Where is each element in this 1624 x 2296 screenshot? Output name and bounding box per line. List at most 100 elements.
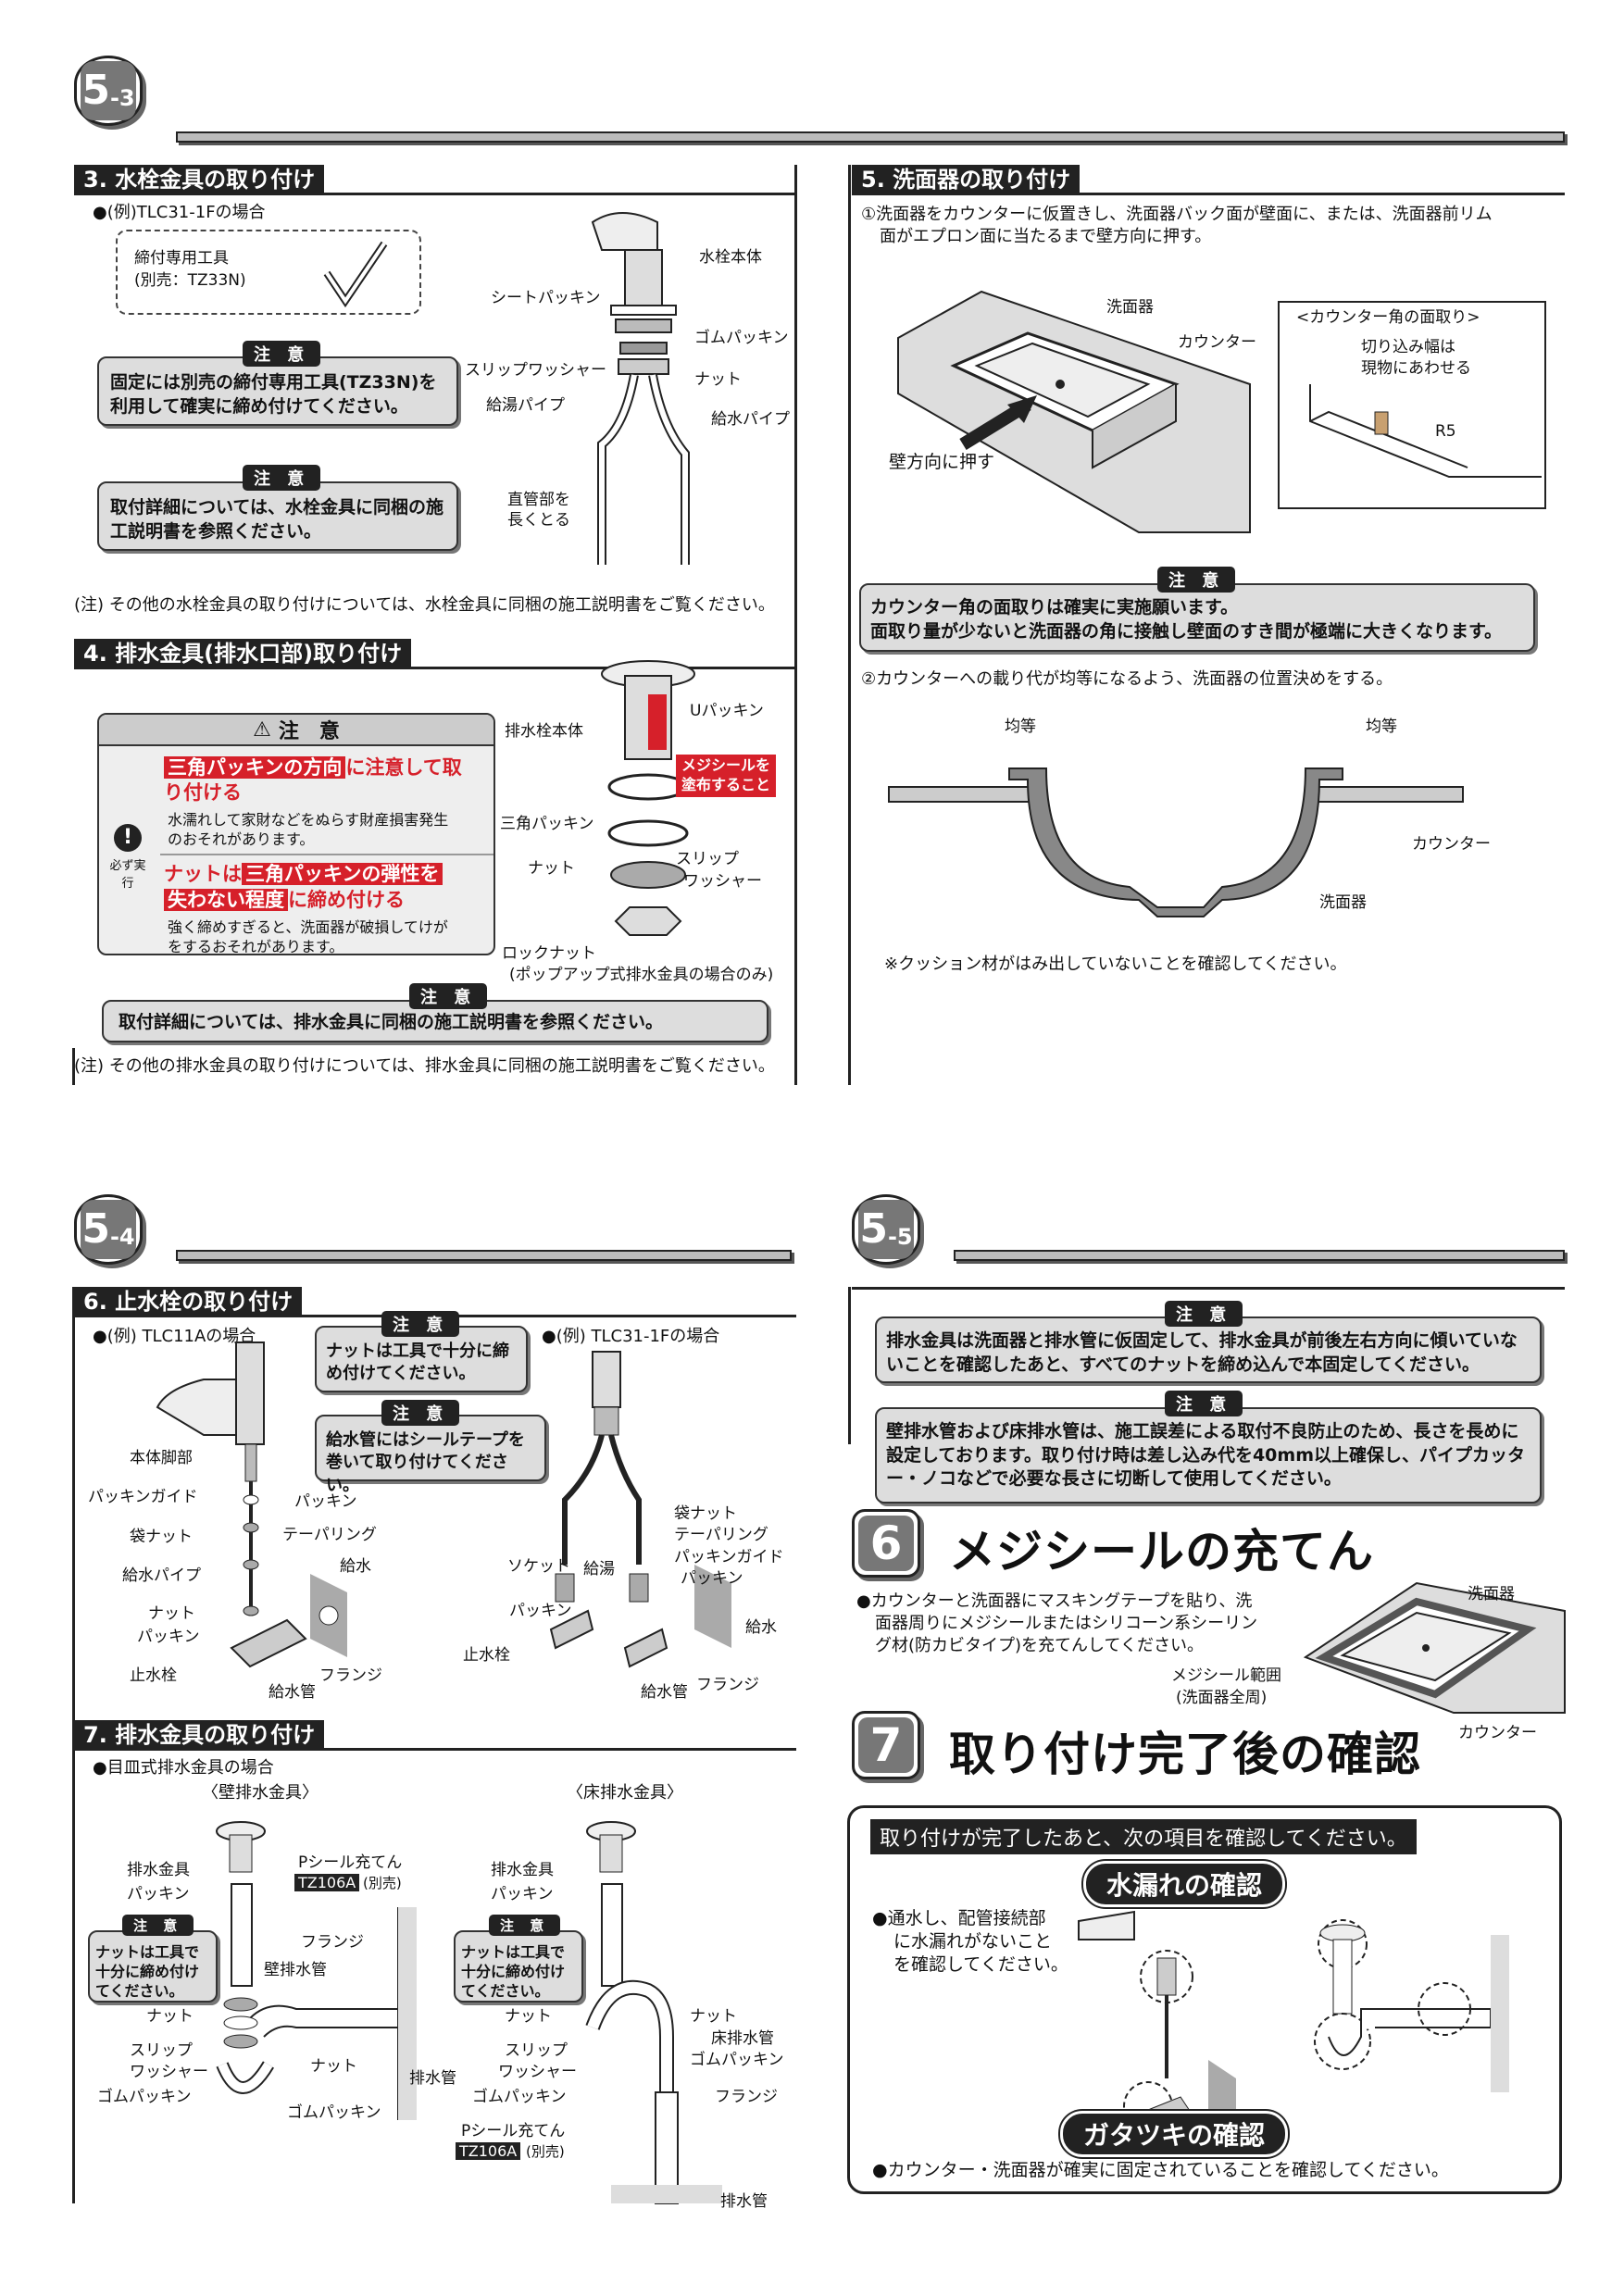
r7-slip2: ワッシャー: [498, 2063, 577, 2081]
w2-detail-2: をするおそれがあります。: [168, 937, 344, 955]
tab-sub: -4: [109, 1224, 135, 1250]
l7-drain: 排水金具: [127, 1861, 190, 1879]
s6-example-2: ●(例) TLC31-1Fの場合: [542, 1327, 720, 1346]
s3-note-1: 固定には別売の締付専用工具(TZ33N)を利用して確実に締め付けてください。: [97, 356, 458, 426]
s7b-leak-2: に水漏れがないこと: [893, 1931, 1053, 1952]
wrench-icon: [323, 241, 388, 308]
seal-callout: メジシールを 塗布すること: [676, 755, 777, 797]
l7-nut: ナット: [146, 2007, 194, 2026]
w1-detail-2: のおそれがあります。: [168, 830, 315, 848]
l7-rubber: ゴムパッキン: [97, 2088, 192, 2106]
col-divider-right: [848, 165, 851, 1085]
warning-title: 注 意: [278, 720, 340, 743]
r6-pack: パッキン: [681, 1569, 743, 1588]
step-7-title: 取り付け完了後の確認: [949, 1728, 1421, 1781]
l6-pack: パッキン: [294, 1492, 357, 1511]
s7b-rattle-1: ●カウンター・洗面器が確実に固定されていることを確認してください。: [872, 2160, 1449, 2180]
r6-hot: 給湯: [583, 1560, 615, 1578]
r6-water: 給水: [745, 1618, 777, 1637]
label-even-left: 均等: [1005, 718, 1036, 736]
s7-note-left-text: ナットは工具で十分に締め付けてください。: [95, 1943, 200, 2000]
label-u-packing: Uパッキン: [690, 702, 764, 720]
w2-text-2: に締め付ける: [288, 889, 405, 912]
warning-2-detail: 強く締めすぎると、洗面器が破損してけがをするおそれがあります。: [168, 918, 448, 957]
leak-check-diagram-left: [1078, 1910, 1236, 2134]
s6b-range-2: (洗面器全周): [1176, 1689, 1268, 1707]
section-7-rule: [74, 1748, 796, 1751]
l7-nut2: ナット: [310, 2057, 357, 2076]
s6-note-1-tag: 注 意: [381, 1311, 460, 1337]
l6-taper: テーパリング: [282, 1526, 377, 1544]
s4-left-border: [72, 1048, 75, 1085]
completion-check-box: [847, 1805, 1562, 2194]
section-3-rule: [74, 193, 796, 195]
section-5-rule: [852, 193, 1565, 195]
label-cut-1: 切り込み幅は: [1361, 338, 1455, 356]
l6-pipe: 給水パイプ: [122, 1566, 201, 1585]
s7b-leak-1: ●通水し、配管接続部: [872, 1908, 1046, 1928]
label-nut: ナット: [694, 370, 742, 389]
s7-wall: 〈壁排水金具〉: [202, 1783, 319, 1803]
r7-slip1: スリップ: [505, 2041, 568, 2060]
s5-cushion-note: ※クッション材がはみ出していないことを確認してください。: [884, 955, 1347, 974]
r7-tz: TZ106A: [456, 2142, 521, 2160]
label-drain-plug: 排水栓本体: [505, 722, 583, 741]
warning-divider: [160, 854, 493, 855]
s3-example: ●(例)TLC31-1Fの場合: [93, 203, 266, 222]
step-6-title: メジシールの充てん: [949, 1525, 1374, 1578]
warning-triangle-icon: ⚠: [253, 718, 271, 742]
warning-box: ⚠注 意 ! 必ず実行 三角パッキンの方向に注意して取り付ける 水濡れして家財な…: [97, 713, 495, 955]
section-7-title: 7. 排水金具の取り付け: [74, 1720, 325, 1750]
must-do-label: 必ず実行: [109, 859, 146, 891]
l7-pseal: Pシール充てん: [298, 1853, 403, 1872]
rattle-check-header: ガタツキの確認: [1060, 2111, 1289, 2157]
warning-header: ⚠ 注 意: [99, 715, 493, 746]
s3-note-1-tag: 注 意: [243, 341, 321, 367]
r7-pseal: Pシール充てん: [461, 2122, 566, 2140]
basin-counter-diagram: [897, 290, 1251, 533]
s5-note: カウンター角の面取りは確実に実施願います。 面取り量が少ないと洗面器の角に接触し…: [859, 583, 1535, 652]
r6-flange: フランジ: [696, 1676, 759, 1694]
step-7-badge: 7: [852, 1711, 920, 1779]
step-6-number: 6: [858, 1516, 914, 1571]
s6b-text-1: ●カウンターと洗面器にマスキングテープを貼り、洗: [856, 1591, 1253, 1611]
s5-step1-b: 面がエプロン面に当たるまで壁方向に押す。: [880, 227, 1212, 246]
l6-flange: フランジ: [319, 1666, 382, 1685]
warning-1-detail: 水濡れして家財などをぬらす財産損害発生のおそれがあります。: [168, 811, 448, 850]
w2-detail-1: 強く締めすぎると、洗面器が破損してけが: [168, 918, 448, 936]
s6-example-1: ●(例) TLC11Aの場合: [93, 1327, 256, 1346]
bottom-left-border: [72, 1287, 75, 2203]
s7-note-right: ナットは工具で十分に締め付けてください。: [454, 1930, 583, 2003]
stop-valve-diagram-left: [156, 1341, 347, 1668]
s4-note-tag: 注 意: [409, 983, 488, 1009]
w1-detail-1: 水濡れして家財などをぬらす財産損害発生: [168, 811, 449, 829]
r6-guide: パッキンガイド: [674, 1548, 784, 1566]
w1-highlight: 三角パッキンの方向: [164, 756, 346, 779]
r6-socket: ソケット: [507, 1557, 570, 1576]
s6-note-2-text: 給水管にはシールテープを巻いて取り付けてください。: [326, 1430, 525, 1495]
l6-guide: パッキンガイド: [88, 1488, 198, 1506]
s7-note-left: ナットは工具で十分に締め付けてください。: [88, 1930, 218, 2003]
s5-note-1: カウンター角の面取りは確実に実施願います。: [870, 597, 1239, 618]
section-tab-5-3: 5-3: [74, 56, 143, 126]
s3-note-2-tag: 注 意: [243, 465, 321, 491]
s6b-range-1: メジシール範囲: [1171, 1666, 1281, 1685]
l7-rubber2: ゴムパッキン: [287, 2103, 381, 2122]
l7-wallpipe: 壁排水管: [264, 1961, 327, 1979]
tab-sub: -3: [109, 85, 135, 111]
seal-callout-1: メジシールを: [681, 756, 771, 774]
label-straight-2: 長くとる: [507, 511, 570, 530]
l7-slip2: ワッシャー: [130, 2063, 208, 2081]
label-basin: 洗面器: [1106, 298, 1154, 317]
label-rubber-packing: ゴムパッキン: [694, 329, 789, 347]
r7-rubber2: ゴムパッキン: [472, 2088, 567, 2106]
r7-pipe: 排水管: [720, 2192, 768, 2211]
label-lock-nut-note: (ポップアップ式排水金具の場合のみ): [509, 966, 774, 984]
section-6-title: 6. 止水栓の取り付け: [74, 1287, 303, 1316]
sealant-diagram: [1303, 1581, 1566, 1714]
r7-nut2: ナット: [690, 2007, 737, 2026]
exclamation-icon: !: [114, 824, 142, 852]
r6-taper: テーパリング: [674, 1526, 768, 1544]
label-even-right: 均等: [1366, 718, 1397, 736]
w2-highlight: 三角パッキンの弾性を: [242, 863, 443, 885]
